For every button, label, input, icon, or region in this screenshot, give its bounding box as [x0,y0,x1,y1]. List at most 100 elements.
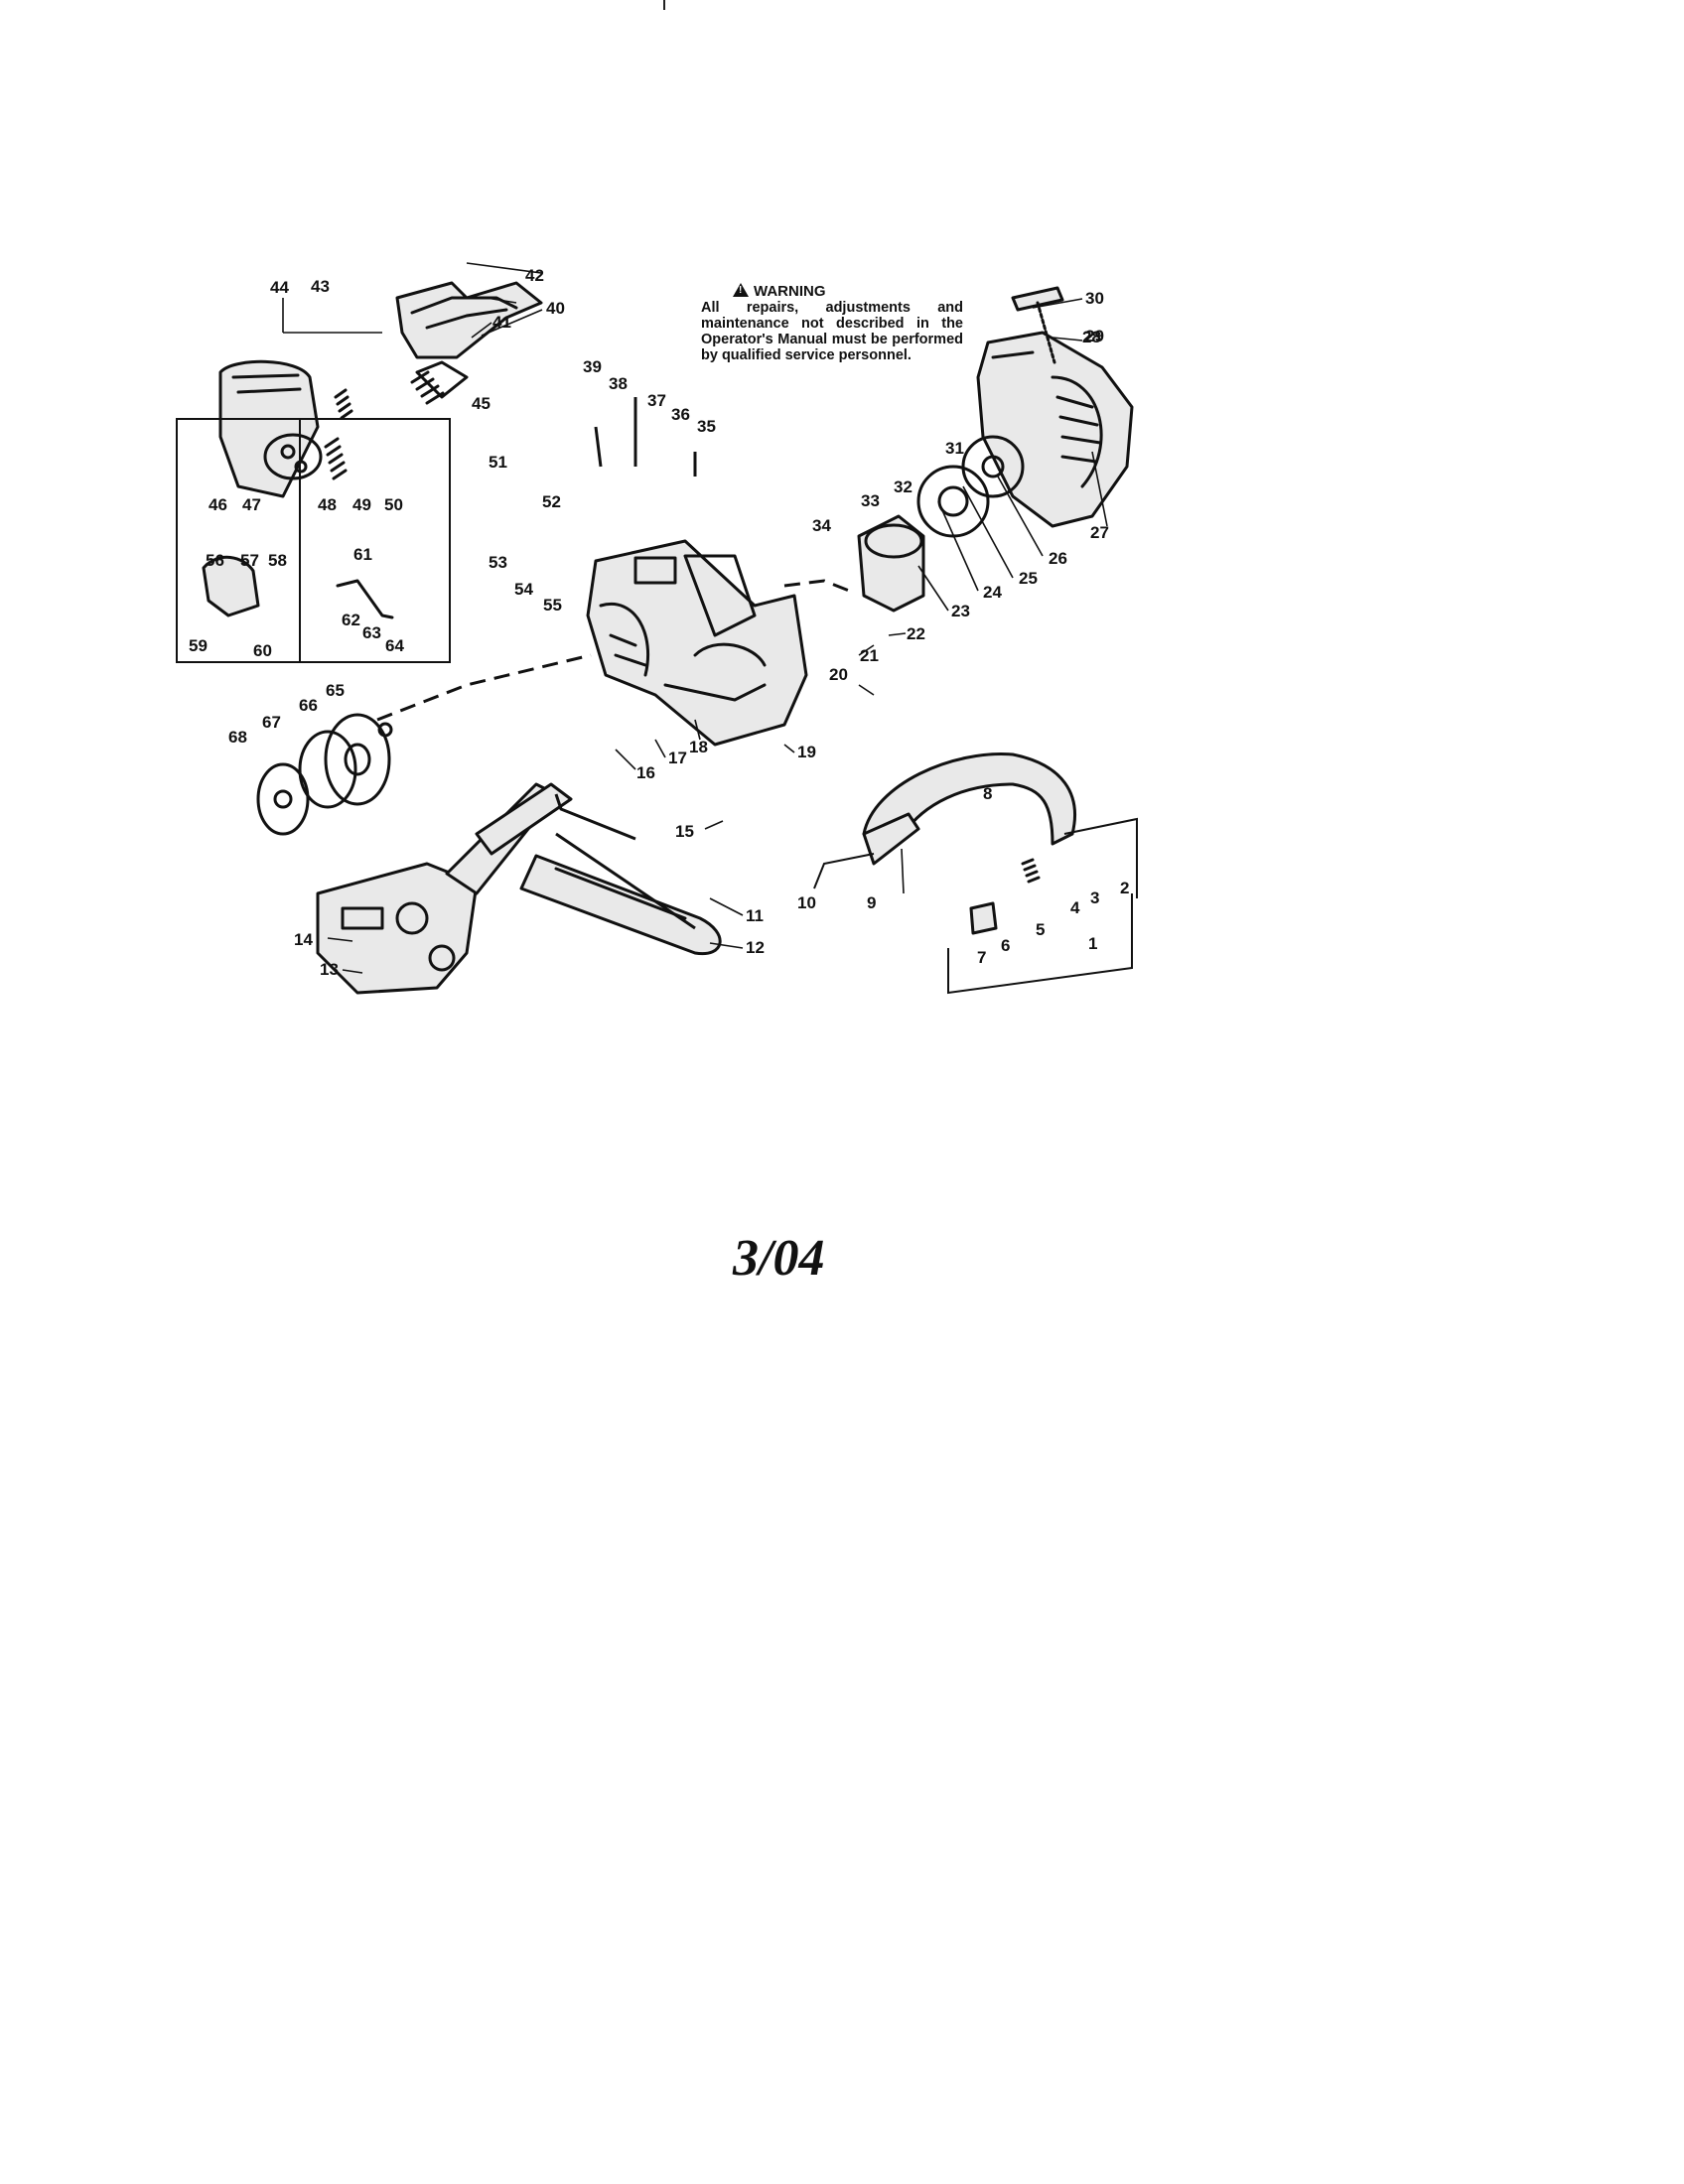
alignment-line-4 [594,397,697,477]
leader-9 [901,848,905,894]
callout-41: 41 [492,313,511,332]
bracket-line-3 [813,853,875,889]
warning-title: WARNING [701,283,963,300]
callout-50: 50 [384,495,403,514]
warning-notice: WARNING All repairs, adjustments and mai… [701,283,963,363]
callout-36: 36 [671,405,690,424]
callout-3: 3 [1090,888,1099,907]
callout-25: 25 [1019,569,1038,588]
alignment-line-3 [554,793,696,930]
callout-10: 10 [797,893,816,912]
clutch-drum [857,514,925,613]
callout-1: 1 [1088,934,1097,953]
callout-31: 31 [945,439,964,458]
callout-6: 6 [1001,936,1010,955]
bracket-line-1 [947,893,1133,995]
callout-67: 67 [262,713,281,732]
callout-30: 30 [1085,289,1104,308]
date-stamp: 3/04 [733,1230,825,1287]
callout-37: 37 [647,391,666,410]
callout-44: 44 [270,278,289,297]
part-6-spring [1021,858,1041,884]
alignment-line-2 [783,579,850,593]
warning-triangle-icon [733,283,749,297]
callout-53: 53 [489,553,507,572]
callout-56: 56 [206,551,224,570]
rear-handle [395,281,543,399]
callout-12: 12 [746,938,765,957]
callout-27: 27 [1090,523,1109,542]
callout-54: 54 [514,580,533,599]
callout-7: 7 [977,948,986,967]
callout-26: 26 [1049,549,1067,568]
callout-58: 58 [268,551,287,570]
callout-51: 51 [489,453,507,472]
callout-5: 5 [1036,920,1045,939]
callout-66: 66 [299,696,318,715]
hand-guard [862,752,1076,866]
callout-39: 39 [583,357,602,376]
callout-59: 59 [189,636,208,655]
page-tick-mark [663,0,665,10]
part-7-bushing [969,901,998,935]
callout-42: 42 [525,266,544,285]
callout-62: 62 [342,611,360,629]
callout-55: 55 [543,596,562,614]
callout-29: 29 [1085,327,1104,345]
callout-43: 43 [311,277,330,296]
warning-title-text: WARNING [754,283,826,300]
crankcase-housing [586,539,808,747]
callout-35: 35 [697,417,716,436]
chain-tension-plate [475,782,573,856]
callout-49: 49 [352,495,371,514]
callout-18: 18 [689,738,708,756]
inset-part-56 [202,555,260,617]
callout-13: 13 [320,960,339,979]
guide-bar [519,854,722,956]
callout-32: 32 [894,478,912,496]
warning-body: All repairs, adjustments and maintenance… [701,300,963,363]
callout-24: 24 [983,583,1002,602]
callout-52: 52 [542,492,561,511]
callout-68: 68 [228,728,247,747]
callout-48: 48 [318,495,337,514]
callout-16: 16 [636,763,655,782]
callout-40: 40 [546,299,565,318]
callout-47: 47 [242,495,261,514]
callout-labels: 1 2 3 4 5 6 7 8 9 10 11 12 13 14 15 16 1… [189,266,1129,979]
starter-housing [976,331,1134,528]
callout-11: 11 [746,906,764,925]
callout-63: 63 [362,623,381,642]
callout-4: 4 [1070,898,1080,917]
callout-8: 8 [983,784,992,803]
callout-65: 65 [326,681,345,700]
callout-17: 17 [668,749,687,767]
callout-34: 34 [812,516,831,535]
inset-box [176,418,451,663]
callout-38: 38 [609,374,628,393]
callout-23: 23 [951,602,970,620]
alignment-line-1 [376,653,592,722]
callout-45: 45 [472,394,491,413]
callout-19: 19 [797,743,816,761]
callout-2: 2 [1120,879,1129,897]
callout-33: 33 [861,491,880,510]
clutch-assembly [256,713,393,836]
callout-22: 22 [907,624,925,643]
callout-64: 64 [385,636,404,655]
callout-14: 14 [294,930,313,949]
callout-15: 15 [675,822,694,841]
starter-handle [1011,286,1064,364]
handle-cover [218,359,323,498]
callout-60: 60 [253,641,272,660]
callout-46: 46 [209,495,227,514]
callout-20: 20 [829,665,848,684]
inset-part-62 [336,579,394,619]
callout-28: 28 [1082,328,1101,346]
bracket-line-2 [1063,817,1138,898]
callout-9: 9 [867,893,876,912]
callout-61: 61 [353,545,372,564]
callout-57: 57 [240,551,259,570]
